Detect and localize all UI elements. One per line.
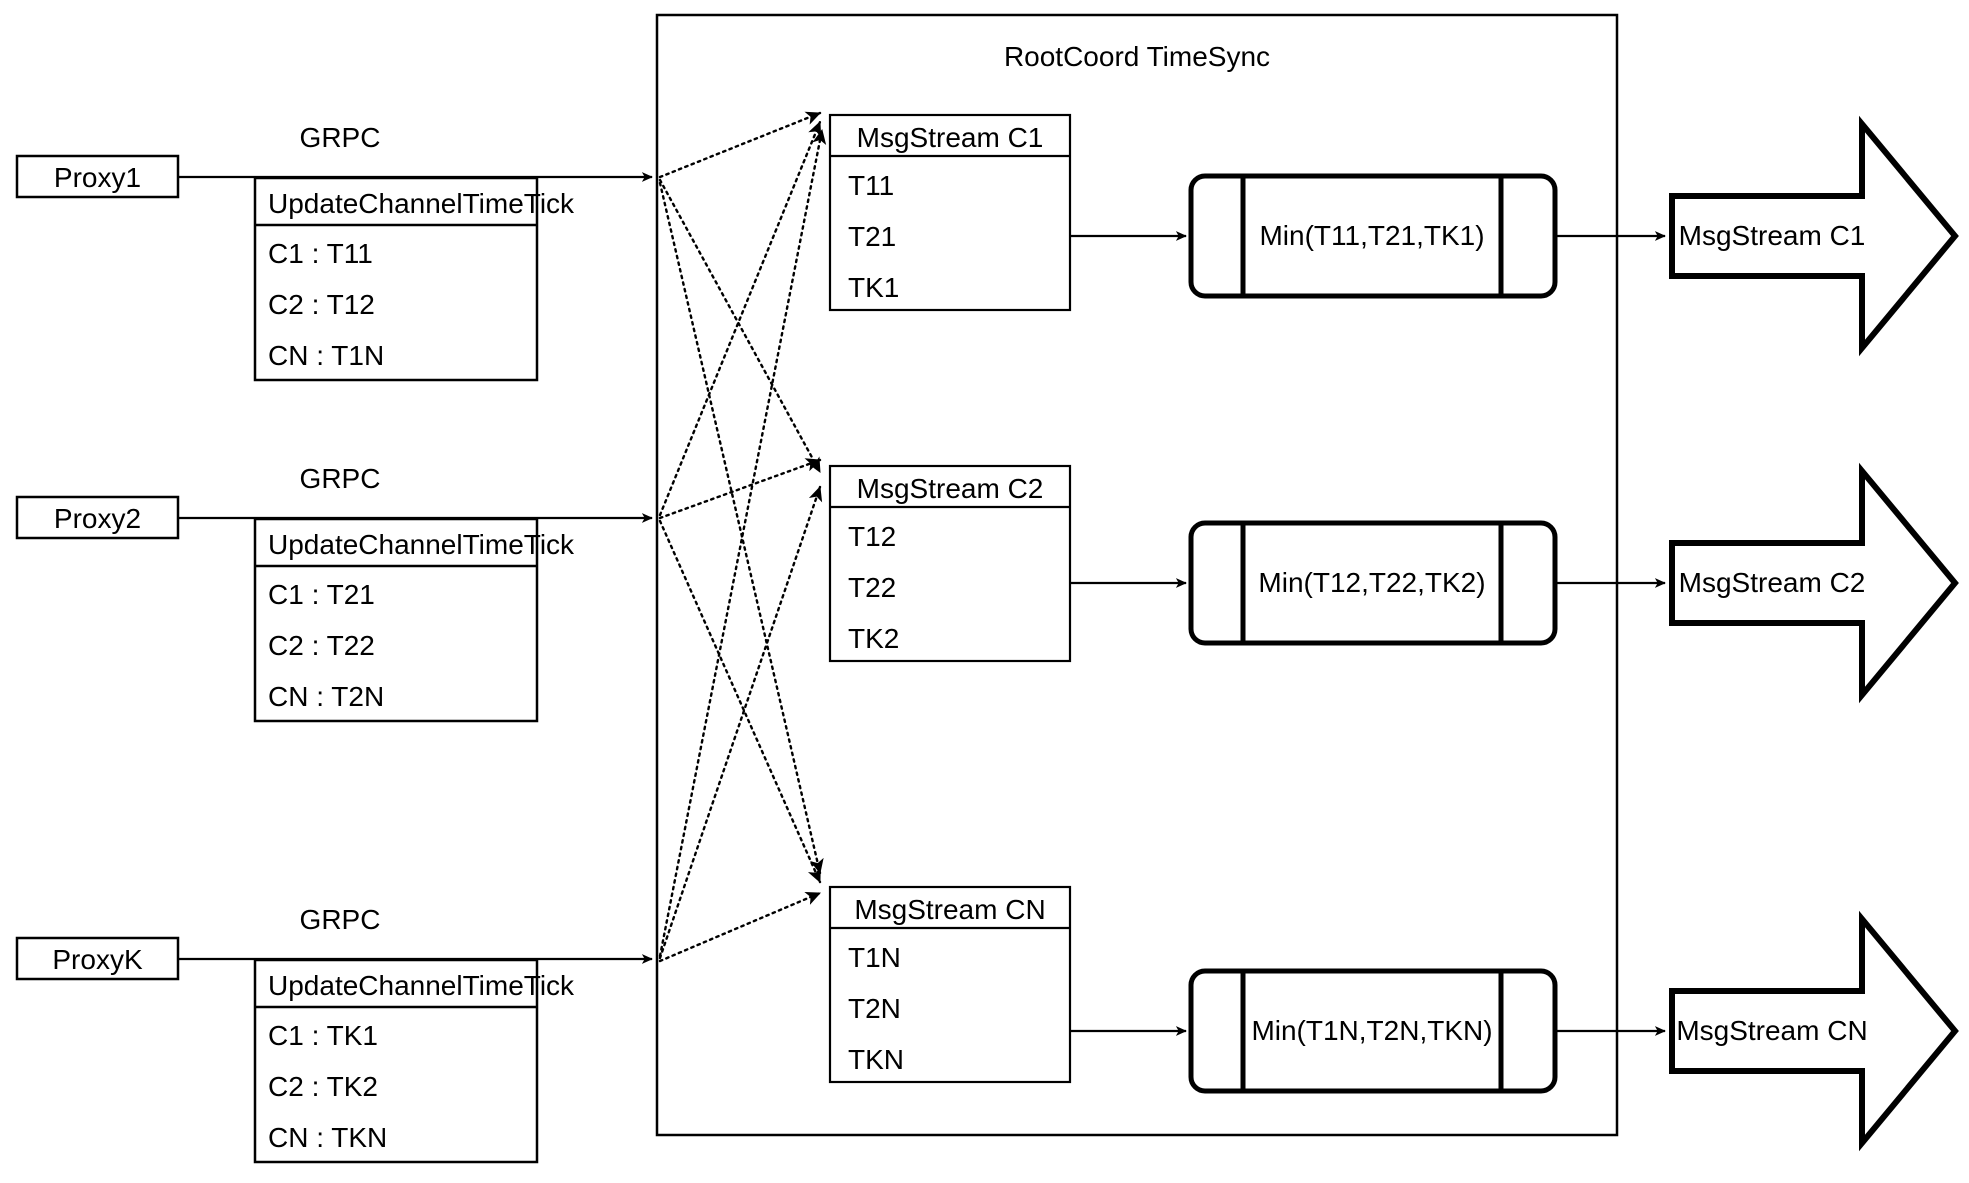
- msgstream-box-2: [828, 464, 1072, 663]
- output-label-1: MsgStream C1: [1678, 220, 1866, 251]
- dotted-edge-p2-c3: [658, 519, 822, 884]
- msgstream-header-3: MsgStream CN: [854, 894, 1046, 925]
- msgstream-row-1-0: T11: [848, 170, 895, 201]
- output-label-3: MsgStream CN: [1676, 1015, 1868, 1046]
- output-block-arrow-2: [1669, 462, 1959, 704]
- request-box-1: [253, 176, 539, 382]
- proxy-label-1: Proxy1: [53, 162, 142, 193]
- request-header-1: UpdateChannelTimeTick: [268, 188, 575, 219]
- msgstream-row-3-1: T2N: [848, 993, 901, 1024]
- proxy1-box: [15, 154, 180, 199]
- request-box-3: [253, 958, 539, 1164]
- msgstream-box-3: [828, 885, 1072, 1084]
- dotted-edge-p1-c2: [658, 178, 822, 474]
- request-row-2-2: CN : T2N: [268, 681, 385, 712]
- dotted-edge-p2-c2: [658, 458, 822, 520]
- dotted-edge-p3-c2: [658, 485, 823, 960]
- msgstream-row-2-1: T22: [848, 572, 897, 603]
- min-node-label-1: Min(T11,T21,TK1): [1259, 220, 1485, 251]
- request-header-3: UpdateChannelTimeTick: [268, 970, 575, 1001]
- dotted-edge-p1-c1: [658, 111, 822, 179]
- proxy-label-2: Proxy2: [53, 503, 142, 534]
- grpc-label-3: GRPC: [299, 904, 381, 935]
- request-row-1-0: C1 : T11: [268, 238, 373, 269]
- output-label-2: MsgStream C2: [1678, 567, 1866, 598]
- request-row-1-1: C2 : T12: [268, 289, 375, 320]
- msgstream-header-2: MsgStream C2: [856, 473, 1044, 504]
- output-block-arrow-1: [1669, 115, 1959, 357]
- rootcoord-container-title: RootCoord TimeSync: [1003, 41, 1271, 72]
- msgstream-row-2-0: T12: [848, 521, 897, 552]
- min-node-label-3: Min(T1N,T2N,TKN): [1251, 1015, 1493, 1046]
- request-row-2-1: C2 : T22: [268, 630, 375, 661]
- grpc-label-1: GRPC: [299, 122, 381, 153]
- msgstream-row-1-1: T21: [848, 221, 897, 252]
- request-row-2-0: C1 : T21: [268, 579, 375, 610]
- proxy2-box: [15, 495, 180, 540]
- request-row-3-2: CN : TKN: [268, 1122, 388, 1153]
- grpc-label-2: GRPC: [299, 463, 381, 494]
- request-row-1-2: CN : T1N: [268, 340, 385, 371]
- request-row-3-0: C1 : TK1: [268, 1020, 378, 1051]
- min-node-label-2: Min(T12,T22,TK2): [1258, 567, 1486, 598]
- dotted-edge-p2-c1: [658, 120, 822, 517]
- msgstream-row-3-2: TKN: [848, 1044, 904, 1075]
- proxy-label-3: ProxyK: [52, 944, 143, 975]
- request-box-2: [253, 517, 539, 723]
- msgstream-box-1: [828, 113, 1072, 312]
- dotted-edge-p3-c1: [658, 128, 827, 958]
- output-block-arrow-3: [1669, 910, 1959, 1152]
- dotted-edge-p3-c3: [658, 891, 822, 963]
- msgstream-row-1-2: TK1: [848, 272, 900, 303]
- min-node-3: [1188, 968, 1558, 1094]
- msgstream-header-1: MsgStream C1: [856, 122, 1044, 153]
- request-row-3-1: C2 : TK2: [268, 1071, 378, 1102]
- msgstream-row-3-0: T1N: [848, 942, 901, 973]
- request-header-2: UpdateChannelTimeTick: [268, 529, 575, 560]
- msgstream-row-2-2: TK2: [848, 623, 900, 654]
- dotted-edge-p1-c3: [658, 181, 824, 875]
